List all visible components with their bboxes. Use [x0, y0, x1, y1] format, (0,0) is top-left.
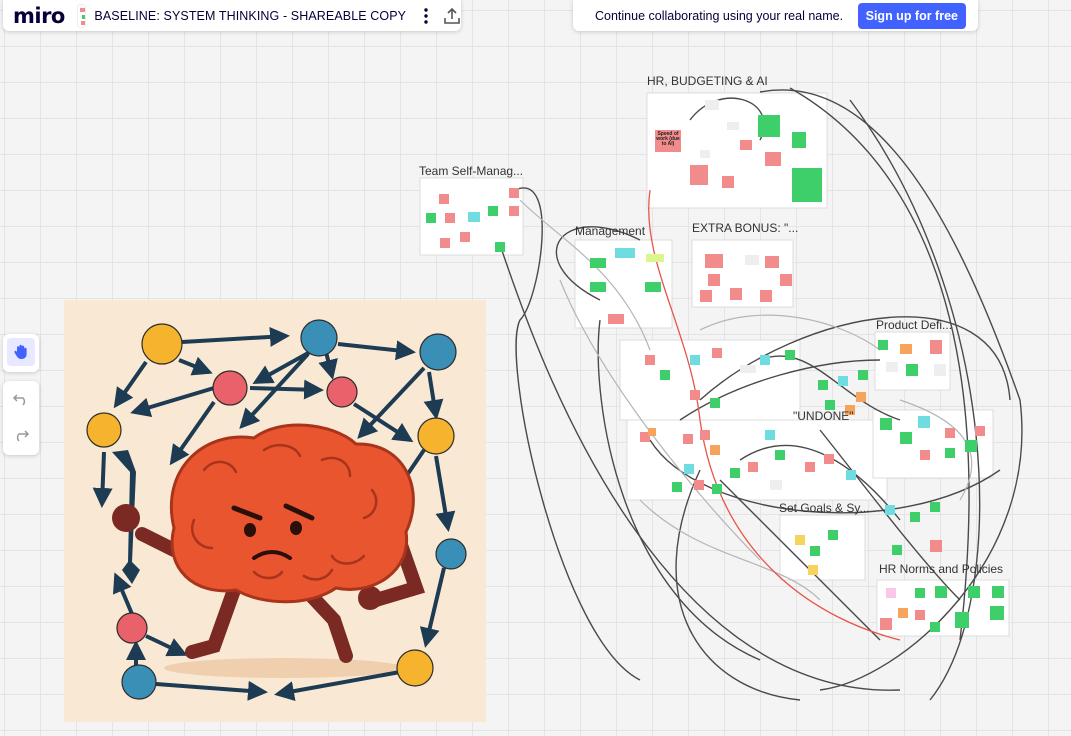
frame-label-team-self-management[interactable]: Team Self-Manag... [419, 164, 524, 178]
frame-label-extra-bonus[interactable]: EXTRA BONUS: "... [692, 221, 799, 235]
frame-label-hr-norms[interactable]: HR Norms and Policies [879, 562, 1004, 576]
collaboration-message: Continue collaborating using your real n… [595, 8, 844, 23]
brain-network-illustration [86, 319, 467, 702]
sticky-notes [426, 100, 1004, 632]
board-thumbnail-icon[interactable] [76, 3, 87, 28]
redo-icon [16, 430, 30, 442]
sticky-note-text: Speed of work (due to AI) [656, 131, 680, 147]
board-toolbar: miro BASELINE: SYSTEM THINKING - SHAREAB… [3, 0, 461, 31]
undo-icon [12, 394, 26, 406]
board-title[interactable]: BASELINE: SYSTEM THINKING - SHAREABLE CO… [94, 8, 407, 23]
kebab-icon [423, 7, 428, 24]
history-panel [3, 381, 39, 455]
hand-tool-button[interactable] [7, 338, 35, 366]
export-button[interactable] [443, 4, 461, 28]
sign-up-button[interactable]: Sign up for free [857, 2, 966, 29]
more-options-button[interactable] [422, 4, 429, 28]
frame-label-set-goals[interactable]: Set Goals & Sy... [779, 501, 870, 515]
miro-logo[interactable]: miro [13, 3, 65, 28]
frame-label-product-definition[interactable]: Product Defi... [876, 318, 953, 332]
undo-button[interactable] [7, 385, 35, 413]
frame-set-goals[interactable] [779, 514, 866, 581]
frame-label-management[interactable]: Management [575, 224, 646, 238]
frame-label-undone[interactable]: "UNDONE" [793, 409, 854, 423]
brain-illustration-image[interactable] [64, 300, 486, 722]
sticky-note[interactable] [655, 130, 681, 152]
hand-icon [14, 344, 27, 359]
tool-panel [3, 334, 39, 372]
upload-icon [444, 7, 460, 24]
frame-label-hr-budgeting[interactable]: HR, BUDGETING & AI [647, 74, 768, 88]
redo-button[interactable] [7, 421, 35, 449]
collaboration-banner: Continue collaborating using your real n… [573, 0, 978, 31]
